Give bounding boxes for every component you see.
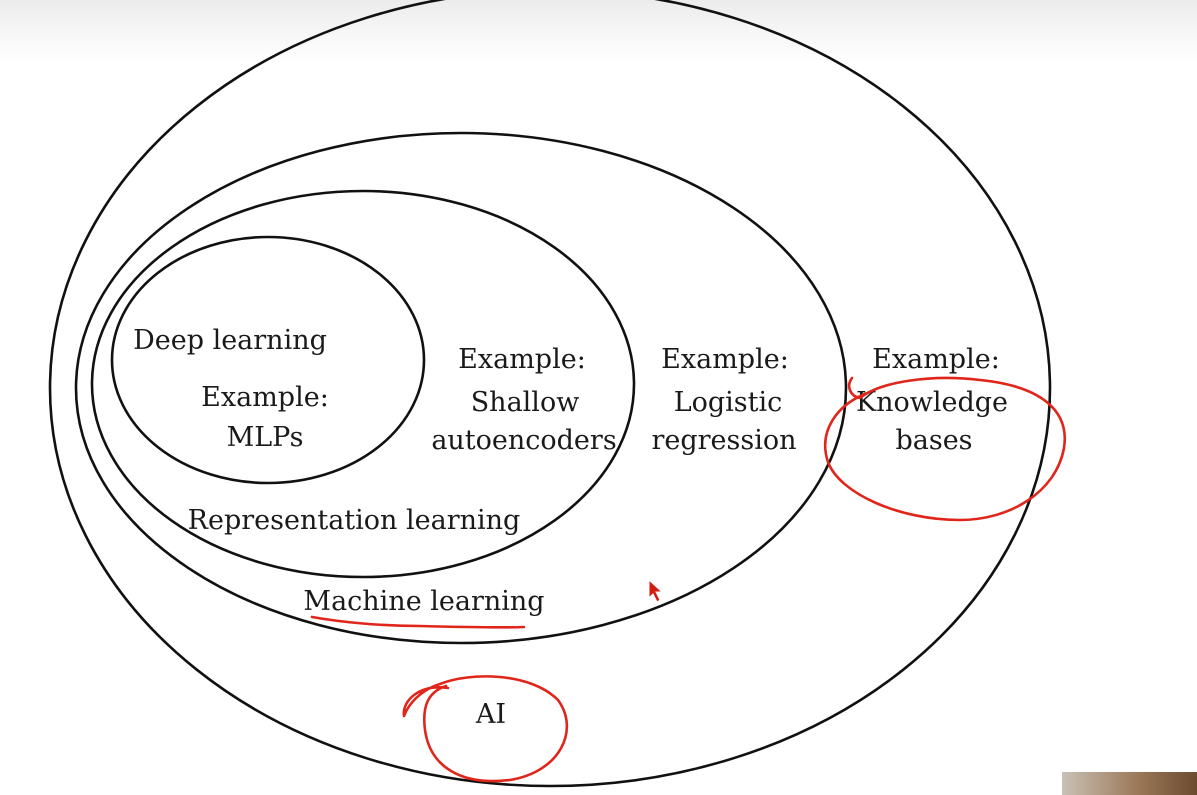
- deep-learning-label: Deep learning: [133, 325, 327, 356]
- dl-example-text: MLPs: [227, 422, 304, 453]
- annotation-underline-machine-learning: [310, 615, 526, 629]
- machine-learning-ellipse: [74, 131, 848, 645]
- ml-example-line2: regression: [651, 425, 796, 456]
- ml-example-heading: Example:: [661, 344, 789, 375]
- slide-header-band: [0, 0, 1197, 62]
- rl-example-heading: Example:: [458, 344, 586, 375]
- dl-example-heading: Example:: [201, 382, 329, 413]
- ai-label: AI: [475, 699, 506, 730]
- representation-learning-ellipse: [90, 189, 636, 579]
- rl-example-line1: Shallow: [471, 387, 580, 418]
- webcam-thumbnail: [1062, 772, 1197, 795]
- representation-learning-label: Representation learning: [188, 505, 521, 536]
- ai-ellipse: [48, 0, 1052, 788]
- ai-example-line1: Knowledge: [856, 387, 1008, 418]
- rl-example-line2: autoencoders: [431, 425, 616, 456]
- ml-example-line1: Logistic: [674, 387, 783, 418]
- mouse-pointer-icon: [648, 578, 664, 603]
- ai-example-line2: bases: [895, 425, 972, 456]
- annotation-circle-knowledge-bases: [823, 376, 1067, 522]
- ai-example-heading: Example:: [872, 344, 1000, 375]
- deep-learning-ellipse: [110, 235, 426, 485]
- machine-learning-label: Machine learning: [303, 586, 544, 617]
- annotation-circle-ai: [402, 675, 569, 783]
